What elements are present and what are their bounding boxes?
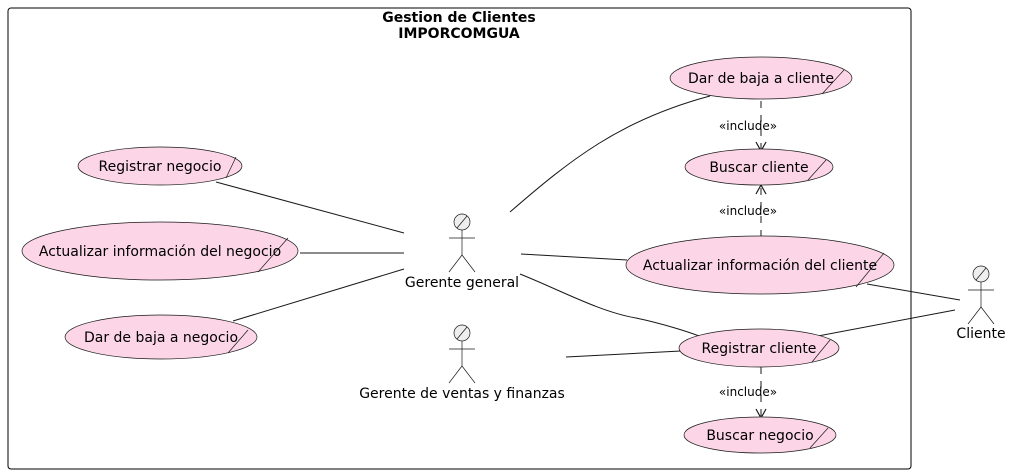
actor-icon	[448, 324, 476, 384]
use-case-registrar-negocio[interactable]: Registrar negocio	[77, 146, 243, 186]
assoc-cliente-registrar	[817, 309, 956, 337]
system-title-line2: IMPORCOMGUA	[398, 26, 520, 42]
use-case-label: Registrar negocio	[99, 159, 222, 175]
actor-icon	[967, 265, 995, 325]
actor-cliente[interactable]: Cliente	[956, 265, 1006, 342]
use-case-label: Actualizar información del negocio	[39, 244, 281, 260]
include-label-baja-cliente: «include»	[719, 119, 777, 133]
use-case-label: Buscar cliente	[709, 160, 808, 176]
actor-gerente-ventas[interactable]: Gerente de ventas y finanzas	[359, 324, 565, 402]
assoc-baja-negocio	[232, 268, 405, 322]
actor-gerente-general[interactable]: Gerente general	[405, 213, 519, 291]
include-dependencies: «include» «include» «include»	[719, 101, 777, 420]
use-case-label: Dar de baja a cliente	[688, 71, 834, 87]
assoc-registrar-negocio	[215, 181, 405, 234]
actor-icon	[448, 213, 476, 273]
assoc-cliente-actualizar	[866, 283, 961, 301]
assoc-baja-cliente	[509, 95, 711, 213]
actor-label: Cliente	[956, 326, 1005, 342]
use-case-actualizar-cliente[interactable]: Actualizar información del cliente	[625, 235, 895, 295]
include-label-registrar-cliente: «include»	[719, 385, 777, 399]
use-case-buscar-cliente[interactable]: Buscar cliente	[684, 148, 834, 186]
assoc-ventas-registrar-cliente	[565, 350, 682, 358]
use-case-baja-negocio[interactable]: Dar de baja a negocio	[64, 314, 258, 360]
use-case-label: Registrar cliente	[702, 341, 817, 357]
assoc-actualizar-cliente	[520, 253, 628, 261]
actor-label: Gerente de ventas y finanzas	[359, 386, 565, 402]
actor-label: Gerente general	[405, 275, 519, 291]
use-case-buscar-negocio[interactable]: Buscar negocio	[683, 416, 837, 454]
system-title-line1: Gestion de Clientes	[382, 10, 536, 26]
assoc-gerente-registrar-cliente	[519, 273, 705, 339]
use-case-label: Buscar negocio	[706, 428, 813, 444]
use-case-actualizar-negocio[interactable]: Actualizar información del negocio	[21, 221, 299, 281]
use-case-label: Dar de baja a negocio	[84, 330, 238, 346]
include-label-actualizar-cliente: «include»	[719, 204, 777, 218]
use-case-label: Actualizar información del cliente	[643, 258, 877, 274]
use-case-registrar-cliente[interactable]: Registrar cliente	[678, 328, 840, 368]
use-case-baja-cliente[interactable]: Dar de baja a cliente	[669, 56, 853, 100]
associations	[215, 95, 961, 358]
